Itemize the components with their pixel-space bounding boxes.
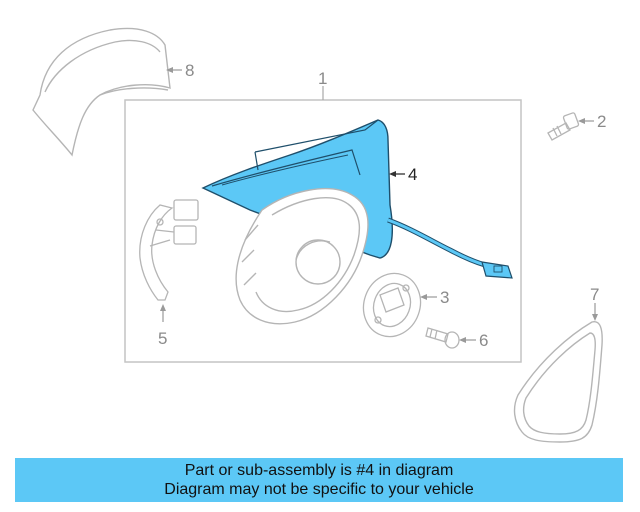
callout-4: 4: [408, 165, 417, 184]
callout-2: 2: [597, 112, 606, 131]
callout-5: 5: [158, 329, 167, 348]
callout-3: 3: [440, 288, 449, 307]
callout-7: 7: [590, 285, 599, 304]
part-info-banner: Part or sub-assembly is #4 in diagram Di…: [15, 458, 623, 502]
banner-line-1: Part or sub-assembly is #4 in diagram: [184, 462, 454, 479]
callout-8: 8: [185, 61, 194, 80]
mirror-cover-part: [32, 27, 171, 157]
actuator-housing: [235, 188, 369, 325]
bracket-part: [139, 199, 199, 301]
parts-diagram: 1 8 2 4: [32, 27, 606, 443]
motor-part: [362, 272, 422, 338]
screw-part: [425, 327, 460, 349]
callout-6: 6: [479, 331, 488, 350]
mirror-glass-part: [513, 321, 603, 443]
banner-line-2: Diagram may not be specific to your vehi…: [164, 481, 474, 498]
bolt-part: [547, 112, 580, 141]
callout-1: 1: [318, 69, 327, 88]
